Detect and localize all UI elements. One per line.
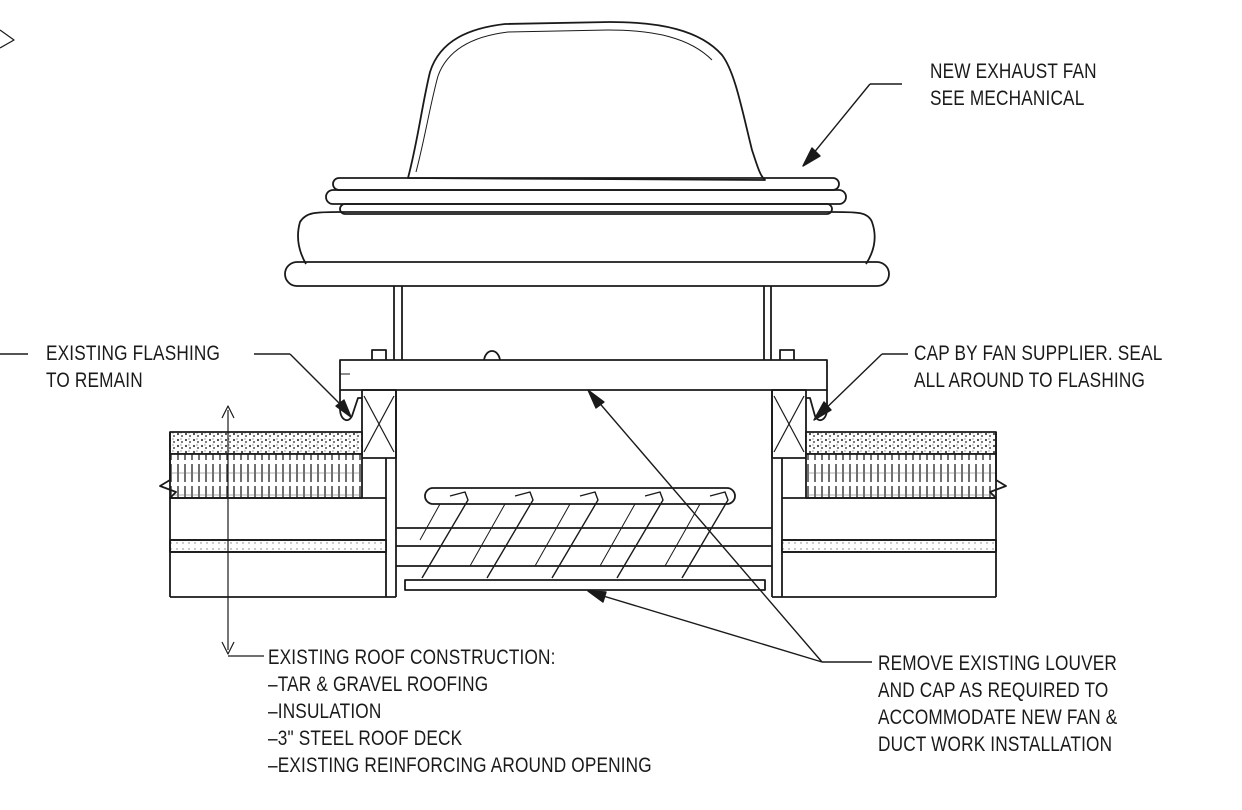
note-line: EXISTING ROOF CONSTRUCTION: — [268, 646, 556, 669]
note-line: ACCOMMODATE NEW FAN & — [878, 706, 1118, 729]
leader-remove-existing-louver — [587, 389, 872, 663]
note-new-exhaust-fan: NEW EXHAUST FAN SEE MECHANICAL — [930, 58, 1097, 112]
roof-layers-left — [159, 431, 396, 598]
fan-dome-rings — [325, 177, 847, 215]
note-line: NEW EXHAUST FAN — [930, 60, 1097, 83]
note-line: –3" STEEL ROOF DECK — [268, 727, 463, 750]
note-line: CAP BY FAN SUPPLIER. SEAL — [914, 342, 1163, 365]
right-curb-block — [771, 389, 807, 597]
note-line: ALL AROUND TO FLASHING — [914, 369, 1146, 392]
note-line: EXISTING FLASHING — [46, 342, 221, 365]
roof-layers-right — [772, 431, 1007, 598]
note-line: REMOVE EXISTING LOUVER — [878, 652, 1118, 675]
fan-cap-plate — [339, 359, 828, 391]
note-line: SEE MECHANICAL — [930, 87, 1085, 110]
existing-louver — [396, 487, 772, 591]
fan-neck — [371, 286, 795, 361]
note-line: –INSULATION — [268, 700, 382, 723]
offpage-leader-mark — [0, 29, 15, 49]
leader-cap-by-fan-supplier — [813, 353, 908, 421]
roof-construction-dimension — [221, 405, 264, 657]
left-curb-block — [361, 389, 397, 597]
note-line: AND CAP AS REQUIRED TO — [878, 679, 1109, 702]
fan-housing — [284, 211, 890, 287]
note-remove-existing-louver: REMOVE EXISTING LOUVER AND CAP AS REQUIR… — [878, 650, 1117, 758]
note-cap-by-fan-supplier: CAP BY FAN SUPPLIER. SEAL ALL AROUND TO … — [914, 340, 1162, 394]
note-line: TO REMAIN — [46, 369, 143, 392]
leader-new-exhaust-fan — [802, 83, 902, 167]
note-line: DUCT WORK INSTALLATION — [878, 733, 1113, 756]
note-line: –TAR & GRAVEL ROOFING — [268, 673, 489, 696]
exhaust-fan-dome — [407, 21, 766, 181]
leader-existing-flashing — [0, 353, 352, 418]
note-existing-roof-construction: EXISTING ROOF CONSTRUCTION: –TAR & GRAVE… — [268, 644, 652, 779]
note-existing-flashing: EXISTING FLASHING TO REMAIN — [46, 340, 220, 394]
note-line: –EXISTING REINFORCING AROUND OPENING — [268, 754, 652, 777]
